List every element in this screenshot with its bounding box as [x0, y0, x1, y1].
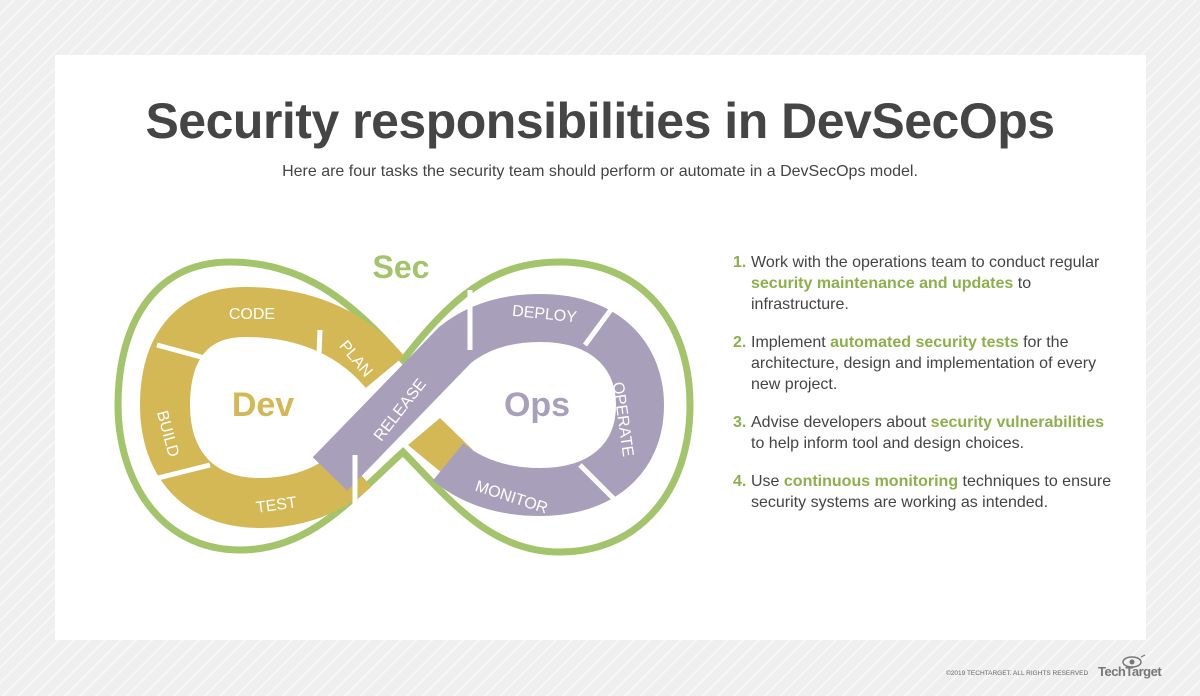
- task-highlight: continuous monitoring: [783, 473, 959, 490]
- task-text-post: techniques to ensure security systems ar…: [751, 473, 1112, 511]
- ops-loop: [312, 293, 665, 517]
- dev-loop: [139, 286, 405, 529]
- copyright: ©2019 TECHTARGET. ALL RIGHTS RESERVED: [946, 670, 1089, 677]
- stage-deploy: DEPLOY: [511, 303, 578, 327]
- task-text-pre: Work with the operations team to conduct…: [751, 254, 1100, 271]
- task-highlight: automated security tests: [830, 334, 1019, 351]
- task-text: Work with the operations team to conduct…: [751, 252, 1113, 315]
- task-number: 3.: [733, 414, 747, 431]
- task-number: 4.: [733, 473, 747, 490]
- task-highlight: security maintenance and updates: [751, 275, 1014, 292]
- task-item: 2. Implement automated security tests fo…: [733, 332, 1113, 395]
- stage-test: TEST: [255, 494, 298, 517]
- task-text-pre: Implement: [751, 334, 831, 351]
- task-item: 4. Use continuous monitoring techniques …: [733, 471, 1113, 513]
- task-text: Advise developers about security vulnera…: [751, 412, 1113, 454]
- task-list: 1. Work with the operations team to cond…: [733, 252, 1113, 530]
- dev-label: Dev: [232, 386, 294, 424]
- page-subtitle: Here are four tasks the security team sh…: [282, 163, 918, 180]
- task-number: 1.: [733, 254, 747, 271]
- task-number: 2.: [733, 334, 747, 351]
- techtarget-logo: TechTarget: [1098, 664, 1162, 679]
- task-text-post: to help inform tool and design choices.: [751, 435, 1025, 452]
- techtarget-eye-icon: [1122, 654, 1146, 668]
- task-text-pre: Use: [751, 473, 784, 490]
- task-text-pre: Advise developers about: [751, 414, 931, 431]
- stage-code: CODE: [229, 306, 275, 323]
- sec-loop: [114, 258, 694, 556]
- task-highlight: security vulnerabilities: [930, 414, 1105, 431]
- task-text-post: to infrastructure.: [751, 275, 1032, 313]
- sec-label: Sec: [373, 249, 430, 285]
- task-text: Implement automated security tests for t…: [751, 332, 1113, 395]
- stage-separators: [149, 290, 621, 505]
- task-item: 1. Work with the operations team to cond…: [733, 252, 1113, 315]
- task-text: Use continuous monitoring techniques to …: [751, 471, 1113, 513]
- page-title: Security responsibilities in DevSecOps: [145, 93, 1055, 149]
- task-item: 3. Advise developers about security vuln…: [733, 412, 1113, 454]
- ops-label: Ops: [504, 386, 570, 424]
- task-text-post: for the architecture, design and impleme…: [751, 334, 1097, 393]
